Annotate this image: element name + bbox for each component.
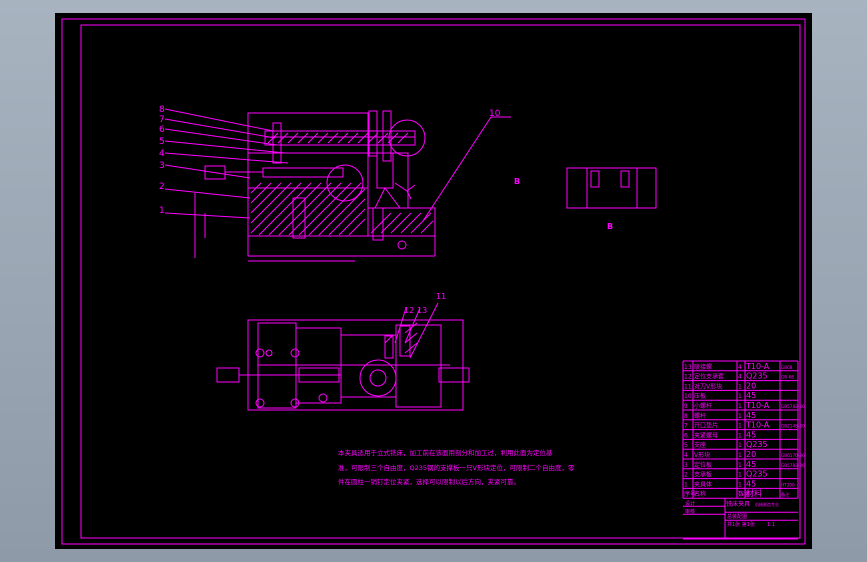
designer-label: 设计 [685, 500, 695, 507]
title-cell-row-6-std: GB2148-80 [781, 424, 805, 429]
callout-4: 4 [159, 149, 165, 159]
title-cell-header-std: 备注 [781, 491, 790, 498]
title-cell-row-1-std: GB-68 [781, 375, 794, 380]
outer-frame [61, 18, 806, 545]
callout-2: 2 [159, 182, 165, 192]
title-cell-row-10-no: 3 [684, 462, 688, 469]
title-cell-row-7-no: 6 [684, 432, 688, 439]
title-cell-row-10-std: GB5783-86 [781, 463, 805, 468]
title-cell-row-10-mat: 45 [746, 460, 756, 469]
callout-1: 1 [159, 206, 165, 216]
title-cell-row-1-name: 定位支承套 [694, 373, 724, 381]
title-cell-row-8-no: 5 [684, 442, 688, 449]
drawing-sheet[interactable]: 8 7 6 5 4 3 2 1 10 B B [55, 13, 812, 549]
title-cell-row-0-name: 联接螺 [694, 363, 712, 371]
title-cell-row-5-qty: 1 [738, 413, 742, 420]
title-cell-row-0-no: 13 [684, 364, 692, 371]
detail-view-b [566, 167, 657, 209]
callout-12: 12 [404, 306, 414, 315]
title-cell-row-11-no: 2 [684, 472, 688, 479]
title-cell-row-2-mat: 20 [746, 381, 756, 390]
callout-7: 7 [159, 115, 165, 125]
callout-8: 8 [159, 105, 165, 115]
title-cell-row-6-mat: T10-A [745, 421, 770, 430]
title-cell-row-5-name: 螺杆 [694, 412, 706, 420]
title-cell-row-0-std: GB68 [781, 365, 793, 370]
title-cell-row-9-mat: 20 [746, 450, 756, 459]
title-cell-row-12-mat: 45 [746, 479, 756, 488]
tech-note-line-1: 本夹具适用于立式铣床，加工前在该面用剖分和加工过，利用此面为定位基 [338, 448, 553, 457]
callout-3: 3 [159, 161, 165, 171]
title-cell-header-name: 名称 [694, 490, 706, 498]
title-cell-row-5-mat: 45 [746, 411, 756, 420]
front-section-view [164, 108, 511, 262]
checker-label: 审核 [685, 508, 695, 515]
drawing-title: 铣床夹具 [726, 500, 750, 508]
title-cell-row-12-name: 夹具体 [694, 480, 712, 488]
company-name: 机械制造专业 [755, 501, 779, 507]
title-cell-row-7-qty: 1 [738, 432, 742, 439]
title-cell-row-9-no: 4 [684, 452, 688, 459]
sheet-number: 共1张 第1张 [727, 521, 755, 528]
title-cell-row-5-no: 8 [684, 413, 688, 420]
title-cell-row-4-qty: 1 [738, 403, 742, 410]
title-cell-header-qty: 数量 [738, 490, 750, 498]
title-cell-row-4-std: GB5782-86 [781, 404, 805, 409]
title-cell-row-7-mat: 45 [746, 430, 756, 439]
title-cell-row-0-qty: 4 [738, 364, 742, 371]
title-cell-header-mat: 材料 [746, 488, 762, 498]
title-cell-row-4-no: 9 [684, 403, 688, 410]
plan-view [216, 302, 470, 411]
tech-note-line-2: 准，可限制三个自由度，Q235钢的支撑板一只V形块定位，可限制二个自由度，零 [338, 463, 575, 472]
title-cell-row-10-name: 定位板 [694, 461, 712, 469]
view-label-b: B [514, 177, 520, 186]
title-cell-row-3-qty: 1 [738, 393, 742, 400]
drawing-canvas: 8 7 6 5 4 3 2 1 10 B B [61, 18, 806, 545]
title-cell-row-2-name: 对刀V形块 [694, 382, 722, 390]
title-cell-row-6-no: 7 [684, 423, 688, 430]
title-cell-row-9-name: V形块 [694, 451, 710, 459]
title-cell-row-2-qty: 1 [738, 383, 742, 390]
callout-10: 10 [489, 109, 501, 119]
title-cell-row-11-name: 支承板 [694, 471, 712, 479]
title-cell-row-11-qty: 1 [738, 472, 742, 479]
title-cell-row-3-name: 压板 [694, 392, 706, 400]
view-label-b-below: B [607, 222, 613, 231]
callout-6: 6 [159, 125, 165, 135]
title-cell-row-0-mat: T10-A [745, 362, 770, 371]
title-cell-row-9-qty: 1 [738, 452, 742, 459]
title-cell-row-10-qty: 1 [738, 462, 742, 469]
title-cell-row-12-no: 1 [684, 481, 688, 488]
drawing-number: 总装配图 [727, 513, 747, 520]
inner-frame [80, 24, 801, 539]
title-cell-row-2-no: 11 [684, 383, 692, 390]
title-cell-row-1-mat: Q235 [746, 372, 768, 381]
drawing-scale: 1:1 [767, 522, 775, 528]
title-cell-row-12-std: HT200 [781, 482, 795, 487]
title-cell-row-3-mat: 45 [746, 391, 756, 400]
title-cell-row-3-no: 10 [684, 393, 692, 400]
title-cell-header-no: 序号 [684, 490, 696, 498]
title-cell-row-9-std: GB6170-86 [781, 453, 805, 458]
callout-13: 13 [417, 306, 427, 315]
callout-11: 11 [436, 292, 446, 301]
callout-5: 5 [159, 137, 165, 147]
title-cell-row-1-qty: 4 [738, 374, 742, 381]
title-cell-row-7-name: 夹紧螺母 [694, 431, 718, 439]
title-cell-row-4-name: 小螺杆 [694, 402, 712, 410]
title-cell-row-6-qty: 1 [738, 423, 742, 430]
title-cell-row-12-qty: 1 [738, 481, 742, 488]
title-cell-row-8-mat: Q235 [746, 440, 768, 449]
title-cell-row-11-mat: Q235 [746, 470, 768, 479]
title-cell-row-8-qty: 1 [738, 442, 742, 449]
title-cell-row-6-name: 开口垫片 [694, 422, 718, 430]
title-cell-row-4-mat: T10-A [745, 401, 770, 410]
title-cell-row-1-no: 12 [684, 374, 692, 381]
title-cell-row-8-name: 支座 [694, 441, 706, 449]
tech-note-line-3: 件在圆柱一销钉定位夹紧，选择可以限制以后方向，夹紧可靠。 [338, 477, 520, 486]
